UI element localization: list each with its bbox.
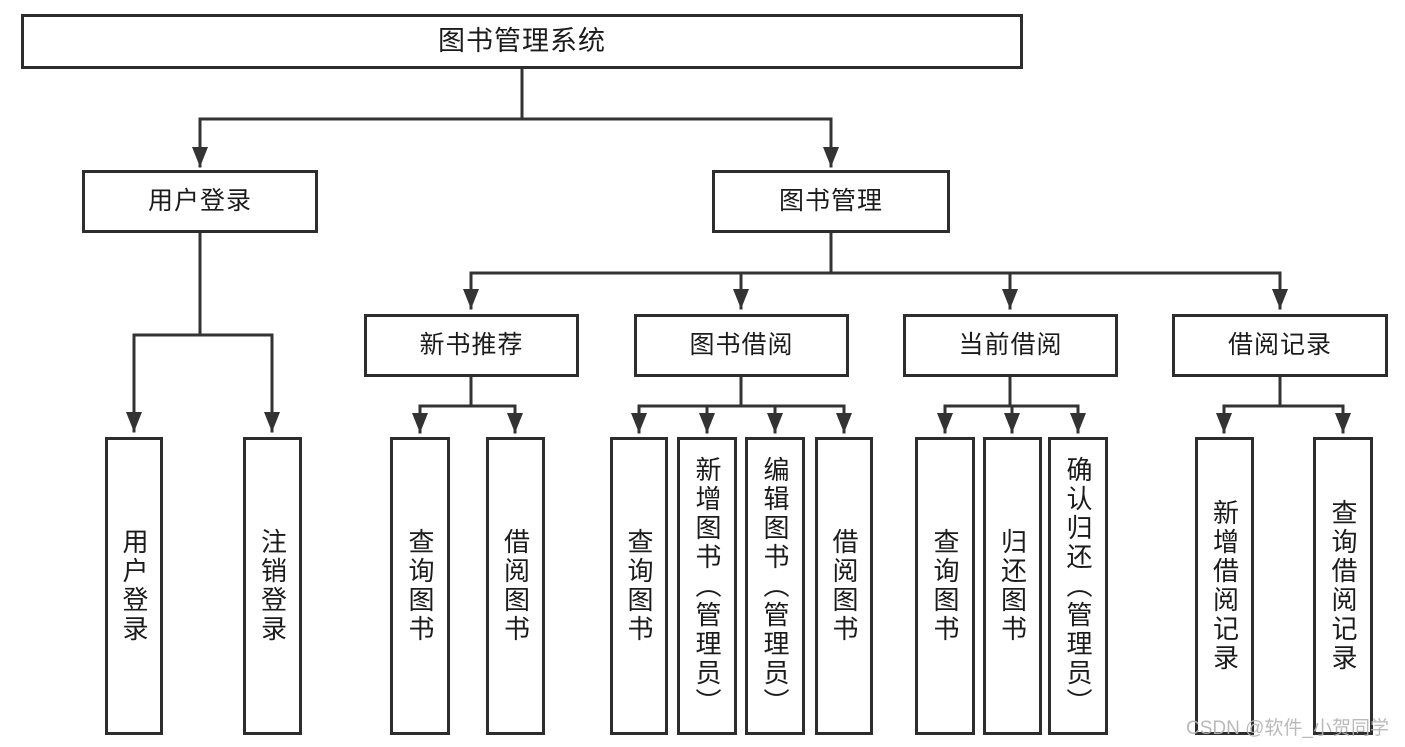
leaf-query-books-recommend: 查询图书 bbox=[390, 437, 450, 735]
leaf-borrow-books-recommend: 借阅图书 bbox=[486, 437, 545, 735]
leaf-edit-book-admin: 编辑图书（管理员） bbox=[745, 437, 805, 735]
leaf-add-book-admin-label: 新增图书（管理员） bbox=[692, 455, 722, 717]
node-borrowing-records: 借阅记录 bbox=[1172, 314, 1388, 377]
leaf-add-borrow-record-label: 新增借阅记录 bbox=[1209, 499, 1240, 673]
leaf-user-login: 用户登录 bbox=[105, 437, 163, 735]
leaf-query-books-recommend-label: 查询图书 bbox=[405, 528, 435, 644]
node-new-book-recommendation: 新书推荐 bbox=[364, 314, 579, 377]
leaf-query-books-borrow-label: 查询图书 bbox=[624, 528, 654, 644]
leaf-borrow-books-label: 借阅图书 bbox=[829, 528, 859, 644]
node-library-system: 图书管理系统 bbox=[21, 14, 1023, 69]
leaf-query-books-current-label: 查询图书 bbox=[930, 528, 960, 644]
leaf-user-login-label: 用户登录 bbox=[119, 528, 149, 644]
leaf-confirm-return-admin-label: 确认归还（管理员） bbox=[1063, 455, 1093, 717]
leaf-logout-label: 注销登录 bbox=[257, 528, 288, 644]
node-user-login-label: 用户登录 bbox=[147, 187, 252, 215]
node-user-login: 用户登录 bbox=[82, 170, 318, 233]
csdn-watermark: CSDN @软件_小贺同学 bbox=[1186, 718, 1389, 739]
leaf-return-book: 归还图书 bbox=[983, 437, 1042, 735]
leaf-borrow-books-recommend-label: 借阅图书 bbox=[500, 528, 531, 644]
leaf-query-books-borrow: 查询图书 bbox=[610, 437, 668, 735]
leaf-borrow-books: 借阅图书 bbox=[815, 437, 873, 735]
leaf-query-books-current: 查询图书 bbox=[915, 437, 975, 735]
leaf-query-borrow-record-label: 查询借阅记录 bbox=[1328, 499, 1358, 673]
node-book-borrowing-label: 图书借阅 bbox=[689, 331, 794, 359]
node-current-borrowing-label: 当前借阅 bbox=[958, 331, 1063, 359]
leaf-return-book-label: 归还图书 bbox=[997, 528, 1028, 644]
leaf-query-borrow-record: 查询借阅记录 bbox=[1313, 437, 1373, 735]
node-library-system-label: 图书管理系统 bbox=[438, 26, 606, 56]
node-book-borrowing: 图书借阅 bbox=[634, 314, 849, 377]
leaf-add-borrow-record: 新增借阅记录 bbox=[1195, 437, 1254, 735]
node-book-management-label: 图书管理 bbox=[778, 187, 883, 215]
node-book-management: 图书管理 bbox=[712, 170, 950, 233]
leaf-add-book-admin: 新增图书（管理员） bbox=[677, 437, 737, 735]
leaf-logout: 注销登录 bbox=[243, 437, 302, 735]
node-borrowing-records-label: 借阅记录 bbox=[1227, 331, 1332, 359]
leaf-confirm-return-admin: 确认归还（管理员） bbox=[1048, 437, 1108, 735]
node-new-book-recommendation-label: 新书推荐 bbox=[419, 331, 524, 359]
node-current-borrowing: 当前借阅 bbox=[903, 314, 1118, 377]
leaf-edit-book-admin-label: 编辑图书（管理员） bbox=[760, 455, 790, 717]
